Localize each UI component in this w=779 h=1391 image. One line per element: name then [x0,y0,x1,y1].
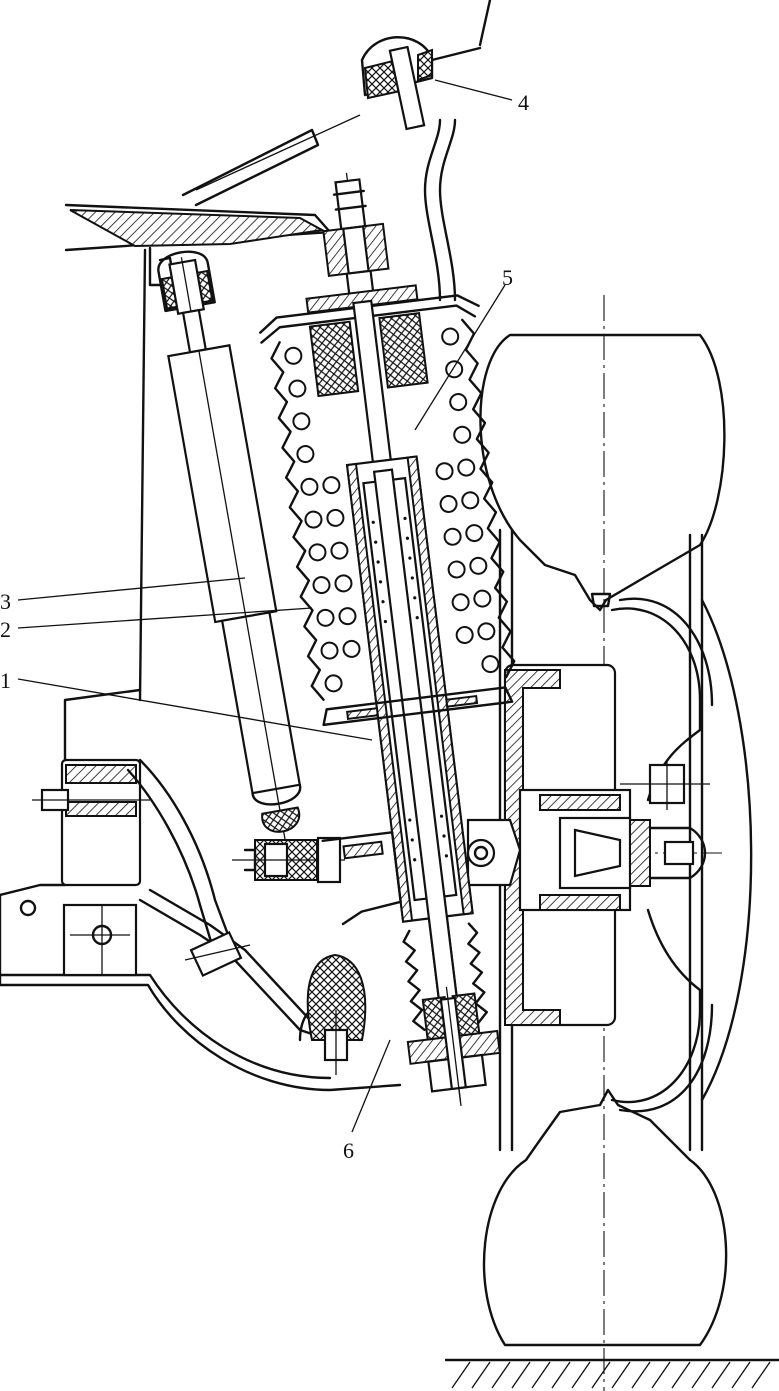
ground [444,1358,779,1389]
strut-assembly [259,172,516,1107]
callout-6: 6 [343,1138,354,1163]
hub-assembly [466,663,710,1027]
callout-5: 5 [502,265,513,290]
shock-absorber [157,250,345,884]
steering-arm [195,0,492,302]
callout-2: 2 [0,617,11,642]
callout-leaders [17,79,513,1133]
vehicle-frame [0,128,402,1092]
callout-4: 4 [518,90,529,115]
callout-1: 1 [0,668,11,693]
callout-3: 3 [0,589,11,614]
